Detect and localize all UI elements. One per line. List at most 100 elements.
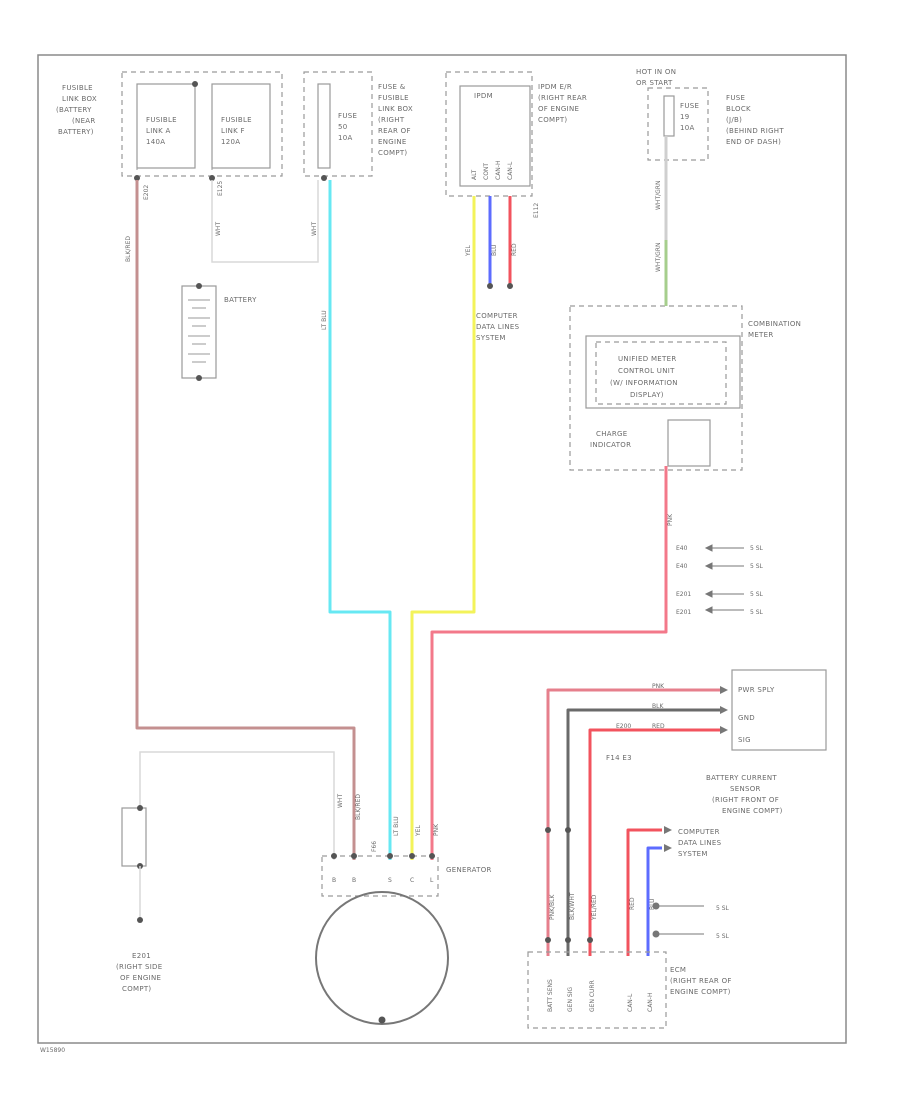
svg-text:OR START: OR START: [636, 79, 673, 87]
svg-text:140A: 140A: [146, 138, 165, 146]
combination-meter-label: COMBINATION METER: [748, 320, 801, 339]
wire-red-ecm-can: [626, 828, 662, 956]
ipdm-er-label: IPDM E/R (RIGHT REAR OF ENGINE COMPT): [538, 83, 587, 124]
svg-text:5 SL: 5 SL: [750, 563, 764, 570]
wire-red-sensor: [588, 728, 722, 956]
wire-wht-loop: [211, 180, 319, 263]
svg-text:ECM: ECM: [670, 966, 686, 974]
generator-pin-dots: [331, 853, 435, 859]
svg-text:HOT IN ON: HOT IN ON: [636, 68, 676, 76]
wire-red-label: RED: [511, 243, 518, 256]
wire-wht-label-1: WHT: [215, 222, 222, 236]
svg-text:50: 50: [338, 123, 348, 131]
svg-text:SIG: SIG: [738, 736, 751, 744]
svg-text:(W/ INFORMATION: (W/ INFORMATION: [610, 379, 678, 387]
svg-text:(RIGHT REAR: (RIGHT REAR: [538, 94, 587, 102]
fuse-19-label: FUSE 19 10A: [680, 102, 699, 132]
svg-text:CAN-L: CAN-L: [507, 161, 514, 180]
combination-meter-box: [569, 305, 743, 471]
svg-text:CONT: CONT: [483, 163, 490, 180]
svg-text:BLOCK: BLOCK: [726, 105, 751, 113]
ipdm-inner-box: [459, 85, 531, 187]
svg-text:GND: GND: [738, 714, 755, 722]
sensor-arrow-heads: [720, 686, 728, 734]
wire-lt-blu: [328, 180, 392, 860]
svg-text:C: C: [410, 877, 414, 884]
fusible-link-a-label: FUSIBLE LINK A 140A: [146, 116, 177, 146]
svg-text:END OF DASH): END OF DASH): [726, 138, 781, 146]
wire-wht-label-2: WHT: [311, 222, 318, 236]
fuse-fusible-link-box-label: FUSE & FUSIBLE LINK BOX (RIGHT REAR OF E…: [378, 83, 413, 157]
svg-text:(NEAR: (NEAR: [72, 117, 96, 125]
fusible-link-box: [121, 71, 283, 177]
wire-wht-grn-label-2: WHT/GRN: [655, 243, 662, 272]
ecm-wire-dots: [545, 827, 593, 943]
svg-text:ENGINE COMPT): ENGINE COMPT): [670, 988, 731, 996]
conn-dot: [134, 175, 140, 181]
generator-case-ground: [378, 1016, 386, 1024]
wire-blk-red-label: BLK/RED: [125, 236, 132, 262]
wire-yel: [410, 196, 476, 860]
svg-text:SYSTEM: SYSTEM: [476, 334, 506, 342]
wire-pnk: [430, 466, 668, 860]
unified-meter-label: UNIFIED METER CONTROL UNIT (W/ INFORMATI…: [610, 355, 678, 399]
battery-current-sensor-box: [731, 669, 827, 751]
svg-text:DISPLAY): DISPLAY): [630, 391, 664, 399]
svg-text:CHARGE: CHARGE: [596, 430, 627, 438]
wire-blk-red: [135, 180, 356, 860]
svg-text:COMPUTER: COMPUTER: [476, 312, 518, 320]
svg-text:OF ENGINE: OF ENGINE: [120, 974, 161, 982]
svg-text:LINK A: LINK A: [146, 127, 171, 135]
charge-indicator-lamp: [667, 419, 711, 467]
svg-text:UNIFIED METER: UNIFIED METER: [618, 355, 676, 363]
wire-yel-label: YEL: [465, 245, 472, 257]
e201-label: E201 (RIGHT SIDE OF ENGINE COMPT): [116, 952, 162, 993]
conn-e125-label: E125: [217, 181, 224, 196]
meter-xref-arrows: [704, 544, 744, 614]
wire-lt-blu-label: LT BLU: [321, 310, 328, 330]
svg-text:LINK BOX: LINK BOX: [378, 105, 413, 113]
fuse-50-element: [317, 83, 331, 169]
fuse-50-label: FUSE 50 10A: [338, 112, 357, 142]
svg-text:GEN SIG: GEN SIG: [567, 987, 574, 1012]
svg-text:5 SL: 5 SL: [750, 609, 764, 616]
svg-text:BLK/WHT: BLK/WHT: [569, 892, 576, 920]
svg-text:ALT: ALT: [471, 169, 478, 180]
svg-text:COMBINATION: COMBINATION: [748, 320, 801, 328]
svg-text:FUSIBLE: FUSIBLE: [378, 94, 409, 102]
svg-text:COMPT): COMPT): [122, 985, 151, 993]
svg-text:(RIGHT SIDE: (RIGHT SIDE: [116, 963, 162, 971]
fusible-link-f-label: FUSIBLE LINK F 120A: [221, 116, 252, 146]
svg-text:PWR SPLY: PWR SPLY: [738, 686, 775, 694]
svg-text:IPDM E/R: IPDM E/R: [538, 83, 572, 91]
wire-blu-ecm-can: [646, 846, 662, 956]
battery-label: BATTERY: [224, 296, 257, 304]
generator-pin-labels: B B S C L: [332, 877, 434, 884]
ecm-can-wire-labels: RED BLU: [629, 897, 656, 910]
fuse-19-element: [663, 95, 675, 137]
conn-f66-label: F66: [371, 841, 378, 852]
ecm-can-arrows: [664, 826, 672, 852]
wire-wht-ground: [139, 751, 335, 860]
svg-text:CAN-H: CAN-H: [495, 161, 502, 180]
unified-meter-inner: [595, 341, 727, 405]
svg-text:RED: RED: [629, 897, 636, 910]
wire-pnk-label: PNK: [667, 513, 674, 526]
ecm-box: [527, 951, 667, 1029]
ecm-label: ECM (RIGHT REAR OF ENGINE COMPT): [670, 966, 731, 996]
svg-text:COMPUTER: COMPUTER: [678, 828, 720, 836]
svg-text:OF ENGINE: OF ENGINE: [538, 105, 579, 113]
svg-text:COMPT): COMPT): [378, 149, 407, 157]
svg-text:5 SL: 5 SL: [750, 591, 764, 598]
bcs-connector-label: F14 E3: [606, 754, 632, 762]
svg-text:CAN-H: CAN-H: [647, 993, 654, 1012]
svg-text:(BATTERY: (BATTERY: [56, 106, 92, 114]
sensor-wire-labels: PNK BLK RED E200: [616, 683, 665, 730]
fusible-link-a-box: [136, 83, 196, 169]
svg-text:(RIGHT FRONT OF: (RIGHT FRONT OF: [712, 796, 779, 804]
conn-dot: [487, 283, 493, 289]
svg-text:LINK BOX: LINK BOX: [62, 95, 97, 103]
conn-dot: [209, 175, 215, 181]
svg-text:PNK: PNK: [652, 683, 665, 690]
